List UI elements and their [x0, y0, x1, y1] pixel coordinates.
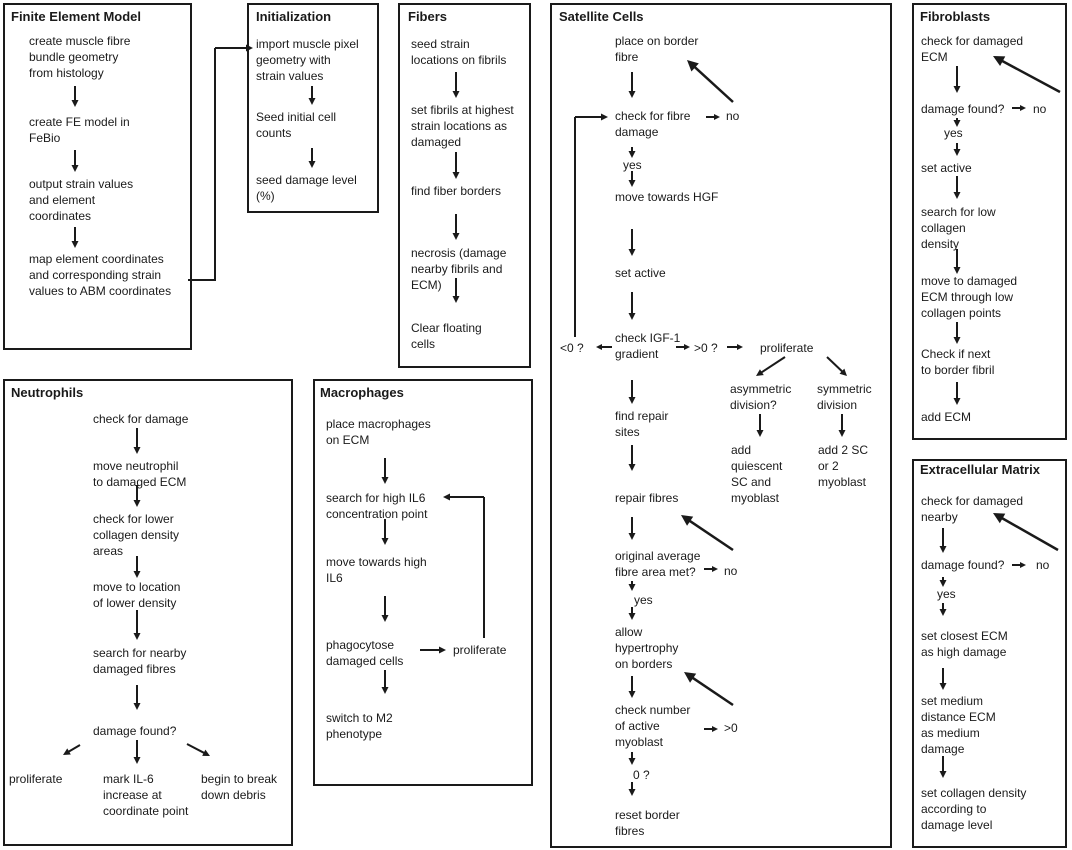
decision-label: >0 ?: [694, 341, 718, 355]
flow-step: create FE model in FeBio: [29, 115, 130, 145]
decision-label: <0 ?: [560, 341, 584, 355]
decision-label: 0 ?: [633, 768, 650, 782]
flow-step: Check if next to border fibril: [921, 347, 995, 377]
panel-neutrophils: [3, 379, 293, 846]
flow-step: search for high IL6 concentration point: [326, 491, 428, 521]
flow-step: damage found?: [93, 724, 177, 738]
flow-step: damage found?: [921, 558, 1005, 572]
panel-title: Fibroblasts: [920, 9, 991, 24]
flow-step: set active: [615, 266, 666, 280]
panel-title: Neutrophils: [11, 385, 84, 400]
flow-step: Clear floating cells: [411, 321, 482, 351]
panel-title: Initialization: [256, 9, 332, 24]
flow-step: search for nearby damaged fibres: [93, 646, 187, 676]
flow-step: map element coordinates and correspondin…: [29, 252, 172, 298]
panel-macrophages: [313, 379, 533, 786]
flow-step: switch to M2 phenotype: [326, 711, 393, 741]
flow-step: check number of active myoblast: [615, 703, 691, 749]
flow-step: move towards HGF: [615, 190, 719, 204]
flow-outcome: proliferate: [453, 643, 507, 657]
flow-step: add ECM: [921, 410, 972, 424]
flow-step: check IGF-1 gradient: [615, 331, 681, 361]
flow-step: move to damaged ECM through low collagen…: [921, 274, 1018, 320]
flow-step: find fiber borders: [411, 184, 502, 198]
connector-line: [188, 48, 216, 281]
flow-step: check for damaged nearby: [921, 494, 1024, 524]
decision-label: no: [724, 564, 738, 578]
flow-step: set closest ECM as high damage: [921, 629, 1008, 659]
flow-step: set collagen density according to damage…: [921, 786, 1027, 832]
decision-label: no: [1033, 102, 1047, 116]
flow-step: set active: [921, 161, 972, 175]
flow-step: Seed initial cell counts: [256, 110, 337, 140]
flow-step: add 2 SC or 2 myoblast: [818, 443, 869, 489]
flow-step: allow hypertrophy on borders: [615, 625, 679, 671]
flow-outcome: proliferate: [9, 772, 63, 786]
flow-step: phagocytose damaged cells: [326, 638, 404, 668]
flow-step: set fibrils at highest strain locations …: [411, 103, 514, 149]
flow-step: output strain values and element coordin…: [29, 177, 134, 223]
decision-label: yes: [937, 587, 956, 601]
flow-step: create muscle fibre bundle geometry from…: [29, 34, 131, 80]
decision-label: yes: [623, 158, 642, 172]
flow-step: place macrophages on ECM: [326, 417, 431, 447]
panel-satellite-cells: [550, 3, 892, 848]
flow-step: move to location of lower density: [93, 580, 181, 610]
decision-label: yes: [944, 126, 963, 140]
flow-step: necrosis (damage nearby fibrils and ECM): [411, 246, 507, 292]
decision-label: yes: [634, 593, 653, 607]
panel-title: Macrophages: [320, 385, 404, 400]
decision-label: no: [1036, 558, 1050, 572]
panel-title: Finite Element Model: [11, 9, 142, 24]
flow-step: add quiescent SC and myoblast: [731, 443, 783, 505]
flow-step: check for damage: [93, 412, 189, 426]
panel-fibers: [398, 3, 531, 368]
panel-finite-element-model: [3, 3, 192, 350]
flow-step: proliferate: [760, 341, 814, 355]
flow-step: place on border fibre: [615, 34, 699, 64]
flow-step: seed strain locations on fibrils: [411, 37, 507, 67]
decision-label: >0: [724, 721, 738, 735]
panel-title: Extracellular Matrix: [920, 462, 1040, 477]
flow-outcome: begin to break down debris: [201, 772, 278, 802]
flow-step: symmetric division: [817, 382, 872, 412]
panel-initialization: [247, 3, 379, 213]
flow-step: asymmetric division?: [730, 382, 792, 412]
flow-step: check for damaged ECM: [921, 34, 1024, 64]
flow-step: check for fibre damage: [615, 109, 691, 139]
flow-step: set medium distance ECM as medium damage: [921, 694, 996, 756]
decision-label: no: [726, 109, 740, 123]
flow-step: repair fibres: [615, 491, 679, 505]
flow-step: move towards high IL6: [326, 555, 427, 585]
flow-outcome: mark IL-6 increase at coordinate point: [103, 772, 189, 818]
flow-step: original average fibre area met?: [615, 549, 701, 579]
flow-step: search for low collagen density: [921, 205, 996, 251]
flow-step: seed damage level (%): [256, 173, 357, 203]
flow-step: damage found?: [921, 102, 1005, 116]
flow-step: find repair sites: [615, 409, 669, 439]
flow-step: check for lower collagen density areas: [93, 512, 180, 558]
panel-title: Fibers: [408, 9, 448, 24]
panel-title: Satellite Cells: [559, 9, 644, 24]
flow-step: import muscle pixel geometry with strain…: [256, 37, 359, 83]
flow-step: reset border fibres: [615, 808, 680, 838]
flow-step: move neutrophil to damaged ECM: [93, 459, 187, 489]
